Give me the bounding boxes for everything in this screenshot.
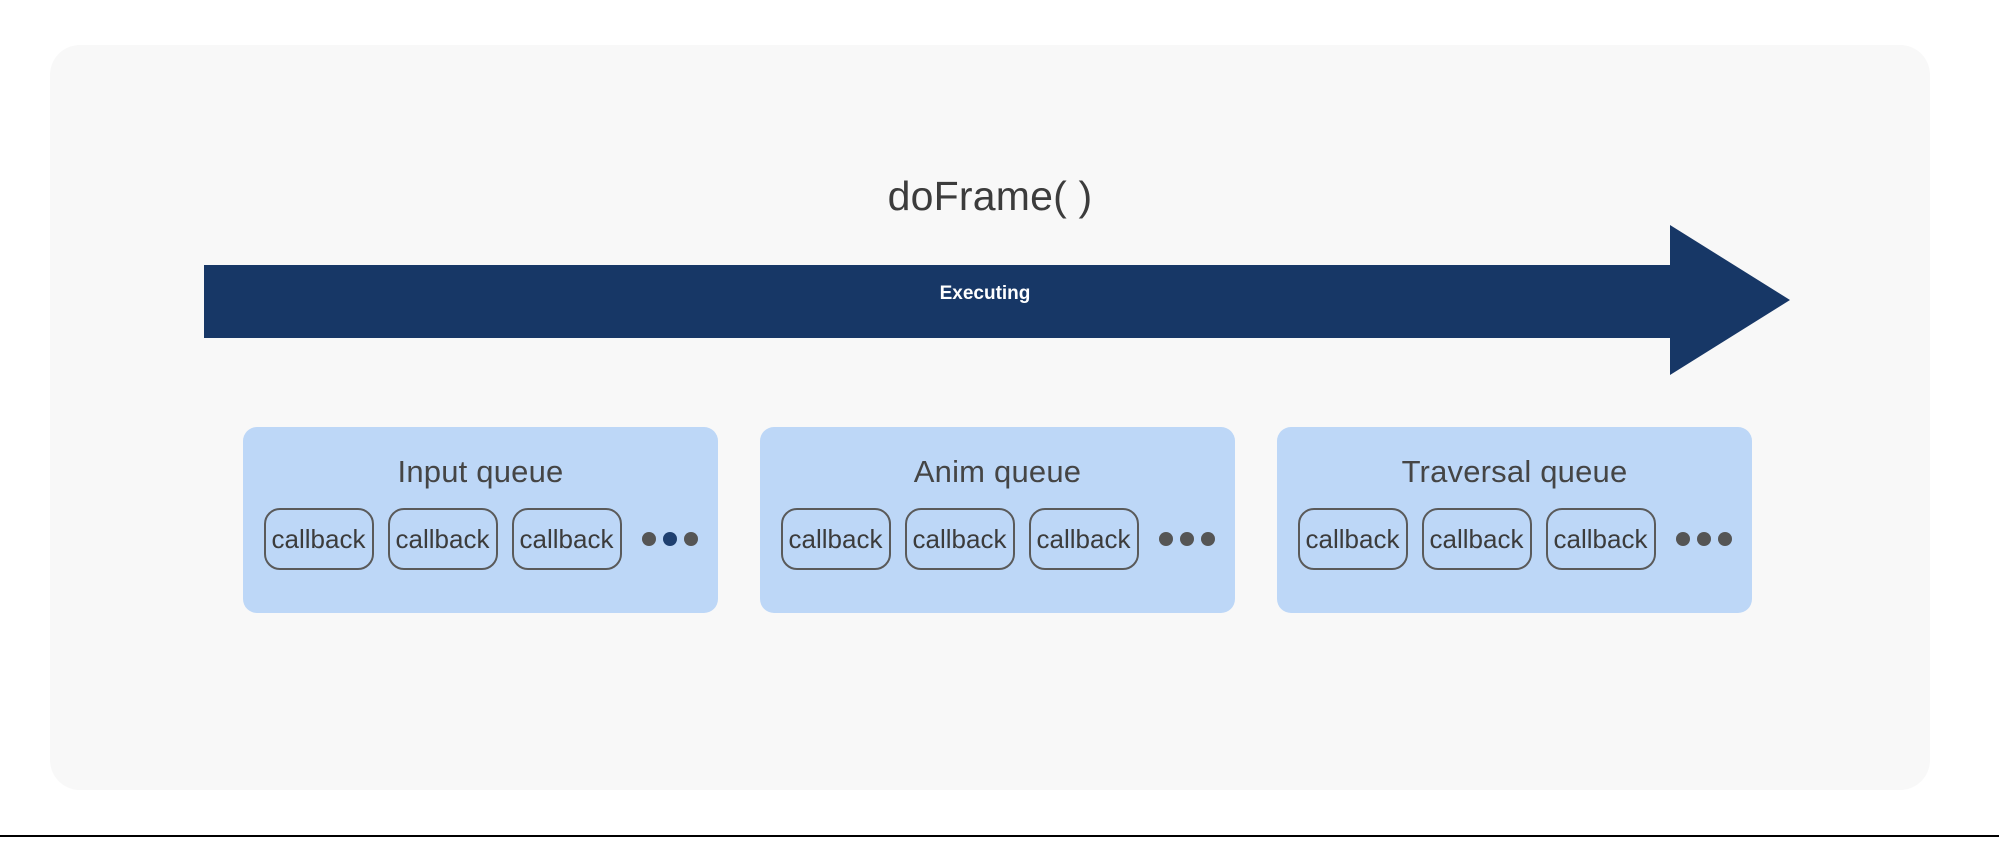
executing-arrow-shape xyxy=(204,225,1790,375)
queue-items: callback callback callback xyxy=(780,508,1215,570)
ellipsis-dot xyxy=(683,532,698,546)
ellipsis-dot xyxy=(1717,532,1732,546)
queue-anim: Anim queue callback callback callback xyxy=(760,427,1235,613)
queue-input: Input queue callback callback callback xyxy=(243,427,718,613)
callback-pill[interactable]: callback xyxy=(1545,508,1656,570)
queue-title: Traversal queue xyxy=(1401,454,1628,489)
queue-items: callback callback callback xyxy=(1297,508,1732,570)
bottom-divider xyxy=(0,835,1999,837)
ellipsis-icon xyxy=(1158,532,1215,546)
queue-items: callback callback callback xyxy=(263,508,698,570)
diagram-panel: doFrame( ) Executing Input queue callbac… xyxy=(50,45,1930,790)
callback-pill[interactable]: callback xyxy=(387,508,498,570)
queue-title: Input queue xyxy=(397,454,564,489)
ellipsis-dot xyxy=(1200,532,1215,546)
ellipsis-dot xyxy=(662,532,677,546)
queues-row: Input queue callback callback callback A… xyxy=(243,427,1752,613)
ellipsis-dot xyxy=(1696,532,1711,546)
callback-pill[interactable]: callback xyxy=(904,508,1015,570)
callback-pill[interactable]: callback xyxy=(1028,508,1139,570)
arrow-polygon xyxy=(204,225,1790,375)
page-title: doFrame( ) xyxy=(887,173,1093,219)
callback-pill[interactable]: callback xyxy=(1297,508,1408,570)
ellipsis-dot xyxy=(1158,532,1173,546)
executing-arrow: Executing xyxy=(204,220,1794,380)
ellipsis-icon xyxy=(641,532,698,546)
queue-traversal: Traversal queue callback callback callba… xyxy=(1277,427,1752,613)
ellipsis-icon xyxy=(1675,532,1732,546)
callback-pill[interactable]: callback xyxy=(780,508,891,570)
callback-pill[interactable]: callback xyxy=(263,508,374,570)
ellipsis-dot xyxy=(1179,532,1194,546)
ellipsis-dot xyxy=(1675,532,1690,546)
queue-title: Anim queue xyxy=(913,454,1082,489)
callback-pill[interactable]: callback xyxy=(1421,508,1532,570)
ellipsis-dot xyxy=(641,532,656,546)
callback-pill[interactable]: callback xyxy=(511,508,622,570)
